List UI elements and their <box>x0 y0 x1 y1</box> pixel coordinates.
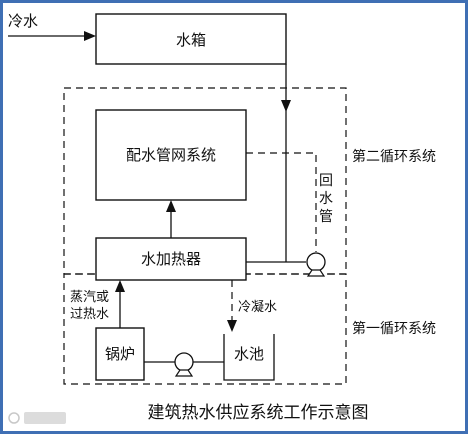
return-pipe-label-1: 回 <box>319 173 333 189</box>
water-tank-box <box>95 13 287 65</box>
feed-pump-icon <box>174 352 194 372</box>
watermark-logo-icon <box>8 412 66 424</box>
water-pool-label: 水池 <box>234 345 264 363</box>
heater-to-network-arrow-icon <box>166 200 176 212</box>
steam-label-2: 过热水 <box>70 307 109 322</box>
water-heater-box <box>95 237 247 281</box>
return-pipe-label-3: 管 <box>319 209 333 225</box>
distribution-network-box <box>95 109 247 201</box>
diagram-title: 建筑热水供应系统工作示意图 <box>148 403 369 423</box>
return-pipe-label-2: 水 <box>319 191 333 207</box>
return-pipe-line <box>246 152 317 252</box>
cold-water-label: 冷水 <box>8 12 38 30</box>
first-loop-region <box>63 273 347 385</box>
steam-arrow-icon <box>115 280 125 292</box>
condensate-label: 冷凝水 <box>238 299 277 315</box>
feed-pump-base-icon <box>174 369 194 377</box>
second-loop-region <box>63 87 347 275</box>
water-heater-label: 水加热器 <box>141 250 201 268</box>
first-loop-label: 第一循环系统 <box>352 320 436 337</box>
return-pump-base-icon <box>306 269 326 277</box>
water-pool-box <box>223 334 275 381</box>
boiler-label: 锅炉 <box>105 345 135 363</box>
steam-label-1: 蒸汽或 <box>70 290 109 305</box>
return-pump-icon <box>306 252 326 272</box>
water-tank-label: 水箱 <box>176 31 206 49</box>
distribution-network-label: 配水管网系统 <box>126 146 216 164</box>
cold-water-arrow-icon <box>84 31 96 41</box>
tank-supply-arrow-icon <box>281 100 291 112</box>
boiler-box <box>95 327 145 381</box>
second-loop-label: 第二循环系统 <box>352 148 436 165</box>
condensate-arrow-icon <box>227 320 237 332</box>
